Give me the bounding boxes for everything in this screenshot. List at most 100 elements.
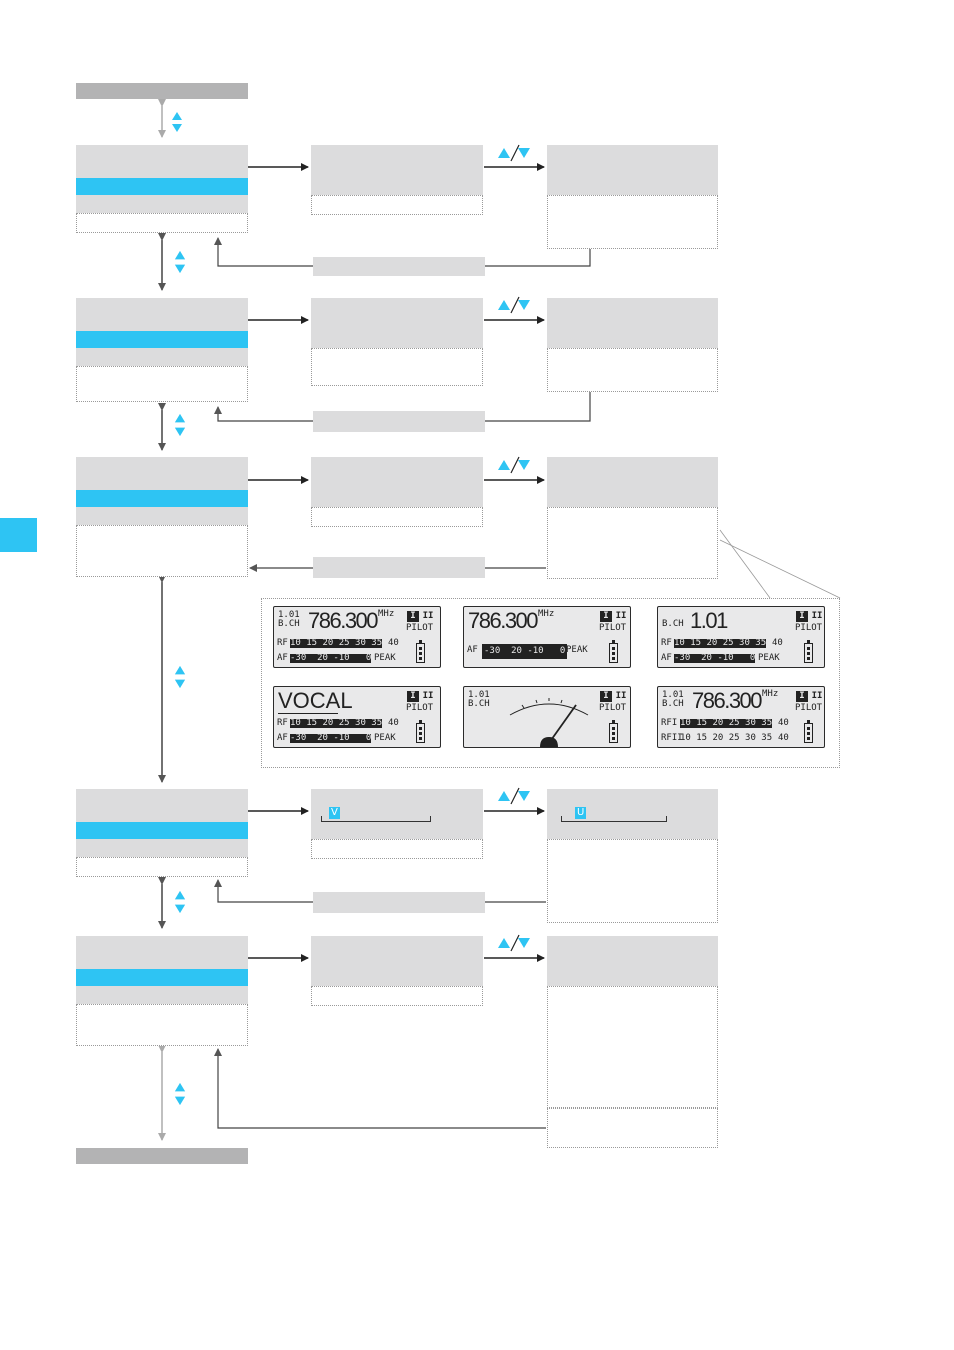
menu-selection-highlight	[76, 331, 248, 348]
channel-ii-indicator: II	[615, 611, 627, 621]
channel-label: 1.01	[662, 690, 684, 700]
rf2-label: RFII	[661, 733, 683, 743]
rf1-meter: 10 15 20 25 30 35	[680, 718, 773, 728]
pilot-label: PILOT	[406, 623, 434, 633]
channel-i-indicator: I	[796, 691, 808, 702]
af-label: AF	[277, 653, 288, 663]
value-field-v[interactable]: V	[329, 807, 340, 819]
return-bar-2[interactable]	[313, 411, 485, 432]
value-block-4[interactable]: U	[547, 789, 718, 923]
menu-block-2[interactable]	[76, 298, 248, 402]
battery-icon	[416, 720, 425, 743]
battery-icon	[609, 640, 618, 663]
channel-ii-indicator: II	[811, 691, 823, 701]
channel-label: 1.01	[278, 610, 300, 620]
frequency-unit: MHz	[762, 689, 779, 699]
channel-i-indicator: I	[407, 611, 419, 622]
preset-channel-value: 1.01	[690, 608, 728, 633]
lcd-display-6[interactable]: 1.01 B.CH 786.300 MHz I II PILOT RFI 10 …	[657, 686, 825, 748]
submenu-block-2[interactable]	[311, 298, 483, 386]
bank-channel-label: B.CH	[662, 619, 684, 629]
return-bar-1[interactable]	[313, 257, 485, 276]
up-down-arrows-icon[interactable]	[173, 665, 187, 689]
rf1-label: RFI	[661, 718, 678, 728]
rf2-meter-end: 40	[778, 733, 789, 743]
up-down-arrows-icon[interactable]	[173, 890, 187, 914]
up-slash-down-icon[interactable]	[497, 296, 531, 314]
frequency-value: 786.300	[468, 608, 539, 633]
up-slash-down-icon[interactable]	[497, 934, 531, 952]
af-label: AF	[661, 653, 672, 663]
rf2-meter: 10 15 20 25 30 35	[680, 733, 773, 743]
channel-ii-indicator: II	[615, 691, 627, 701]
pilot-label: PILOT	[599, 703, 627, 713]
value-field-u[interactable]: U	[575, 807, 587, 819]
section-tab	[0, 518, 37, 552]
submenu-block-1[interactable]	[311, 145, 483, 215]
menu-selection-highlight	[76, 822, 248, 839]
af-label: AF	[277, 733, 288, 743]
rf-meter: 10 15 20 25 30 35	[290, 718, 383, 728]
up-slash-down-icon[interactable]	[497, 787, 531, 805]
channel-i-indicator: I	[796, 611, 808, 622]
battery-icon	[804, 640, 813, 663]
submenu-block-4[interactable]: V	[311, 789, 483, 859]
lcd-display-4[interactable]: VOCAL I II PILOT RF 10 15 20 25 30 35 40…	[273, 686, 441, 748]
battery-icon	[609, 720, 618, 743]
bank-channel-label: B.CH	[468, 699, 490, 709]
battery-icon	[804, 720, 813, 743]
peak-label: PEAK	[566, 645, 588, 655]
menu-block-5[interactable]	[76, 936, 248, 1046]
up-down-arrows-icon[interactable]	[173, 413, 187, 437]
af-label: AF	[467, 645, 478, 655]
rf1-meter-end: 40	[778, 718, 789, 728]
frequency-value: 786.300	[308, 608, 379, 633]
rf-label: RF	[277, 718, 288, 728]
submenu-block-3[interactable]	[311, 457, 483, 527]
af-meter: -30 20 -10 0	[482, 644, 568, 659]
return-bar-4[interactable]	[313, 892, 485, 913]
channel-i-indicator: I	[407, 691, 419, 702]
rf-meter: 10 15 20 25 30 35	[674, 638, 767, 648]
up-slash-down-icon[interactable]	[497, 456, 531, 474]
menu-selection-highlight	[76, 178, 248, 195]
rf-meter-end: 40	[388, 638, 399, 648]
lcd-display-2[interactable]: 786.300 MHz I II PILOT AF -30 20 -10 0 P…	[463, 606, 631, 668]
up-down-arrows-icon[interactable]	[173, 1082, 187, 1106]
af-meter: -30 20 -10 0	[290, 653, 372, 663]
value-block-1[interactable]	[547, 145, 718, 249]
channel-i-indicator: I	[600, 611, 612, 622]
channel-i-indicator: I	[600, 691, 612, 702]
submenu-block-5[interactable]	[311, 936, 483, 1006]
af-meter: -30 20 -10 0	[674, 653, 756, 663]
menu-block-3[interactable]	[76, 457, 248, 577]
pilot-label: PILOT	[795, 623, 823, 633]
channel-ii-indicator: II	[422, 611, 434, 621]
frequency-value: 786.300	[692, 688, 763, 713]
frequency-unit: MHz	[538, 609, 555, 619]
bank-channel-label: B.CH	[662, 699, 684, 709]
menu-start-bar	[76, 83, 248, 99]
return-bar-3[interactable]	[313, 557, 485, 578]
value-block-2[interactable]	[547, 298, 718, 392]
up-down-arrows-icon[interactable]	[170, 110, 184, 134]
lcd-display-3[interactable]: B.CH 1.01 I II PILOT RF 10 15 20 25 30 3…	[657, 606, 825, 668]
peak-label: PEAK	[374, 733, 396, 743]
lcd-display-1[interactable]: 1.01 B.CH 786.300 MHz I II PILOT RF 10 1…	[273, 606, 441, 668]
rf-label: RF	[277, 638, 288, 648]
channel-ii-indicator: II	[811, 611, 823, 621]
menu-block-4[interactable]	[76, 789, 248, 877]
pilot-label: PILOT	[406, 703, 434, 713]
value-block-5[interactable]	[547, 936, 718, 1148]
up-down-arrows-icon[interactable]	[173, 250, 187, 274]
lcd-display-5[interactable]: 1.01 B.CH I II PILOT	[463, 686, 631, 748]
menu-block-1[interactable]	[76, 145, 248, 233]
channel-ii-indicator: II	[422, 691, 434, 701]
frequency-unit: MHz	[378, 609, 395, 619]
up-slash-down-icon[interactable]	[497, 144, 531, 162]
analog-meter-icon	[509, 698, 589, 747]
value-block-3[interactable]	[547, 457, 718, 579]
pilot-label: PILOT	[599, 623, 627, 633]
peak-label: PEAK	[374, 653, 396, 663]
name-value: VOCAL	[278, 688, 353, 713]
